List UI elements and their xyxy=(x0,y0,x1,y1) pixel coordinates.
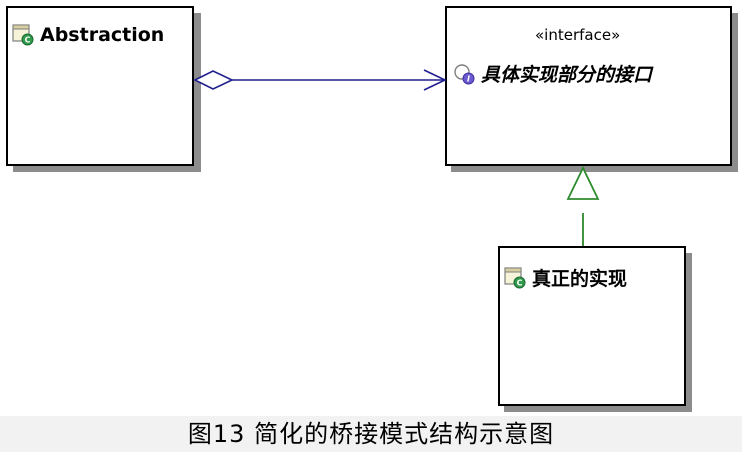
realization-connector[interactable] xyxy=(566,165,600,246)
implementor-interface-box[interactable]: «interface» I 具体实现部分的接口 xyxy=(445,6,732,166)
abstraction-class-box[interactable]: C Abstraction xyxy=(6,6,194,166)
class-icon: C xyxy=(12,24,34,46)
abstraction-class-name: Abstraction xyxy=(40,24,165,46)
implementor-interface-name: 具体实现部分的接口 xyxy=(481,64,653,86)
svg-text:C: C xyxy=(517,278,523,287)
figure-caption: 图13 简化的桥接模式结构示意图 xyxy=(187,420,555,448)
realization-triangle xyxy=(566,165,600,200)
concrete-implementor-header: C 真正的实现 xyxy=(504,264,627,291)
interface-stereotype: «interface» xyxy=(535,26,621,44)
aggregation-diamond xyxy=(193,70,234,90)
interface-icon: I xyxy=(454,63,475,84)
abstraction-class-header: C Abstraction xyxy=(12,24,164,46)
implementor-interface-header: I 具体实现部分的接口 xyxy=(453,60,652,87)
class-icon: C xyxy=(504,266,526,288)
svg-text:C: C xyxy=(25,36,31,45)
aggregation-arrowhead xyxy=(423,69,447,91)
aggregation-connector[interactable] xyxy=(193,69,447,91)
svg-text:I: I xyxy=(467,74,470,83)
caption-background xyxy=(0,416,742,452)
concrete-implementor-name: 真正的实现 xyxy=(532,268,628,290)
concrete-implementor-box[interactable]: C 真正的实现 xyxy=(498,246,686,406)
